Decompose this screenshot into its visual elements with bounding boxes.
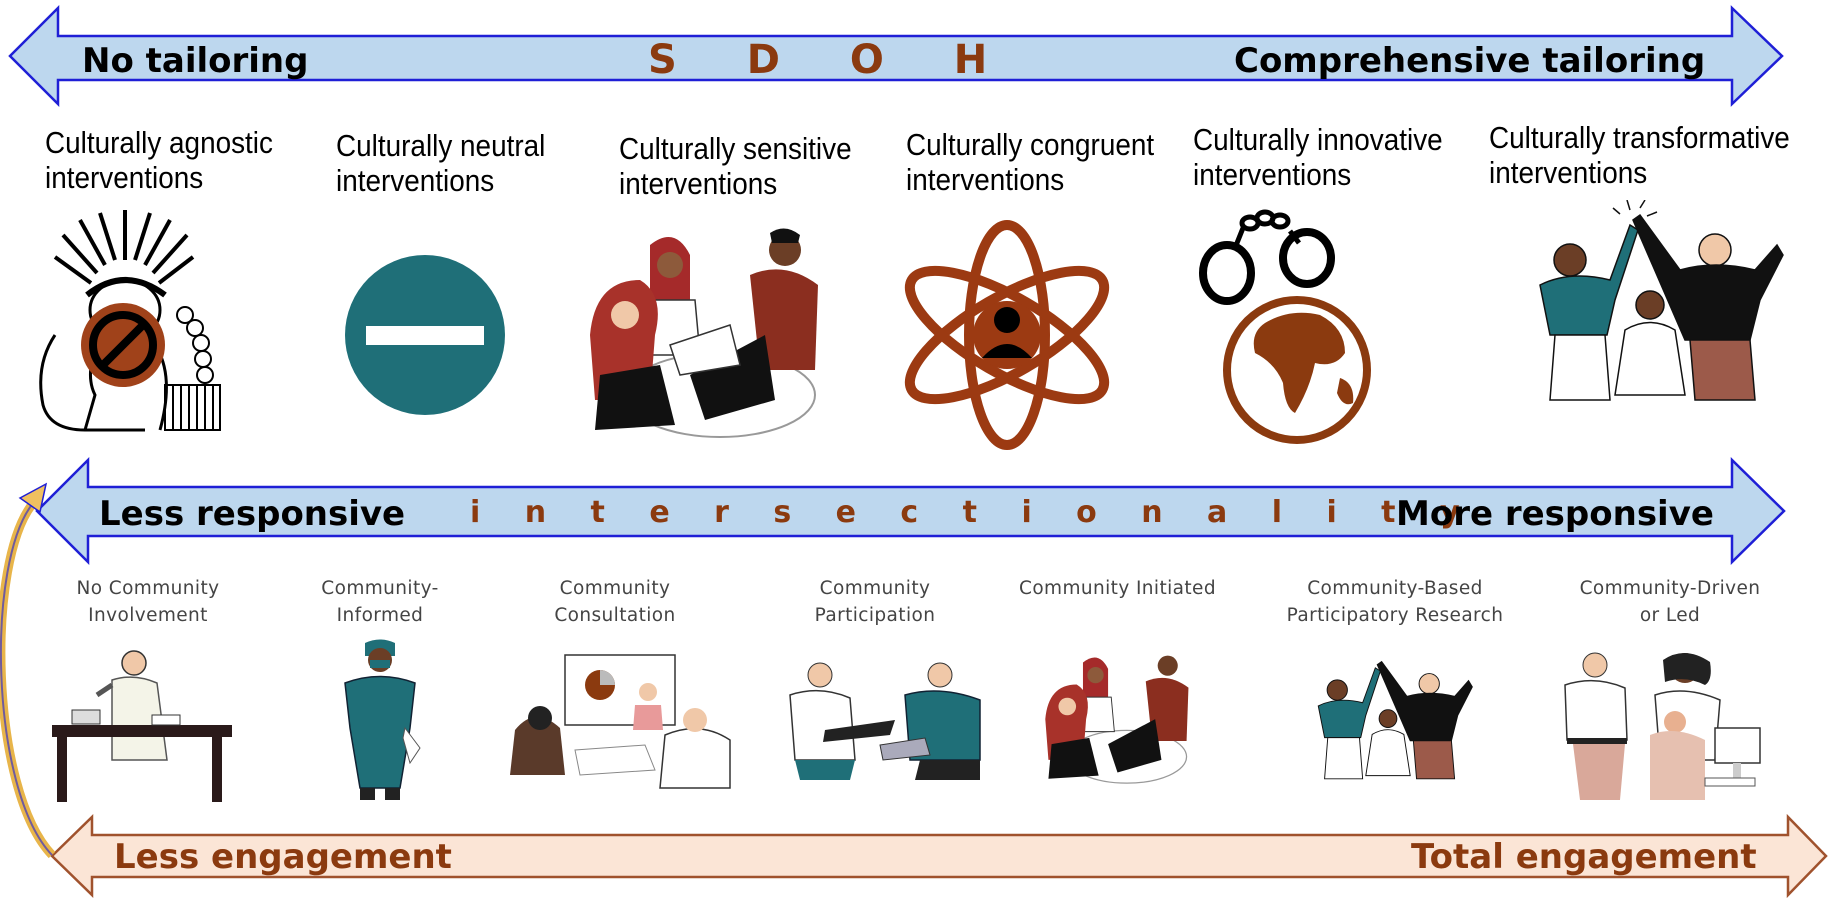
scientist-at-desk-icon (52, 650, 232, 802)
community-label-cbpr: Community-Based Participatory Research (1286, 578, 1504, 626)
sdoh-right-label: Comprehensive tailoring (1234, 41, 1706, 81)
sdoh-center-label: S D O H (648, 37, 1016, 83)
engagement-double-arrow (50, 813, 1828, 899)
community-label-initiated: Community Initiated (1019, 578, 1216, 599)
health-worker-icon (344, 639, 421, 800)
tailoring-label-agnostic: Culturally agnostic interventions (45, 125, 273, 195)
atom-person-icon (904, 220, 1110, 450)
tailoring-label-transformative: Culturally transformative interventions (1489, 120, 1790, 190)
intersectionality-double-arrow (35, 456, 1786, 566)
tailoring-label-neutral: Culturally neutral interventions (336, 128, 546, 198)
prohibited-headdress-icon (39, 210, 221, 432)
community-label-consultation: Community Consultation (554, 578, 676, 626)
engagement-right-label: Total engagement (1411, 837, 1757, 877)
handcuffed-globe-icon (1199, 209, 1371, 444)
tailoring-label-innovative: Culturally innovative interventions (1193, 122, 1443, 192)
community-team-icon (1564, 652, 1761, 800)
intersectionality-right-label: More responsive (1396, 494, 1714, 534)
intersectionality-left-label: Less responsive (99, 494, 406, 534)
sdoh-double-arrow (8, 4, 1784, 108)
presentation-meeting-icon (510, 654, 731, 789)
community-label-driven: Community-Driven or Led (1579, 578, 1761, 626)
high-five-group-icon (1317, 660, 1473, 780)
high-five-group-icon (1539, 200, 1784, 401)
loop-arrow-head (18, 482, 48, 514)
community-label-informed: Community- Informed (321, 578, 439, 626)
engagement-left-label: Less engagement (114, 837, 452, 877)
discussion-group-icon (1045, 655, 1189, 784)
community-label-no-involvement: No Community Involvement (76, 578, 220, 626)
community-label-participation: Community Participation (814, 578, 936, 626)
document-exchange-icon (789, 662, 981, 780)
intersectionality-center-label: i n t e r s e c t i o n a l i t y (470, 495, 1477, 530)
sdoh-left-label: No tailoring (82, 41, 309, 81)
tailoring-label-congruent: Culturally congruent interventions (906, 127, 1155, 197)
tailoring-label-sensitive: Culturally sensitive interventions (619, 131, 852, 201)
no-entry-icon (345, 255, 505, 415)
discussion-group-icon (590, 228, 818, 438)
feedback-loop-arrow (0, 499, 56, 859)
